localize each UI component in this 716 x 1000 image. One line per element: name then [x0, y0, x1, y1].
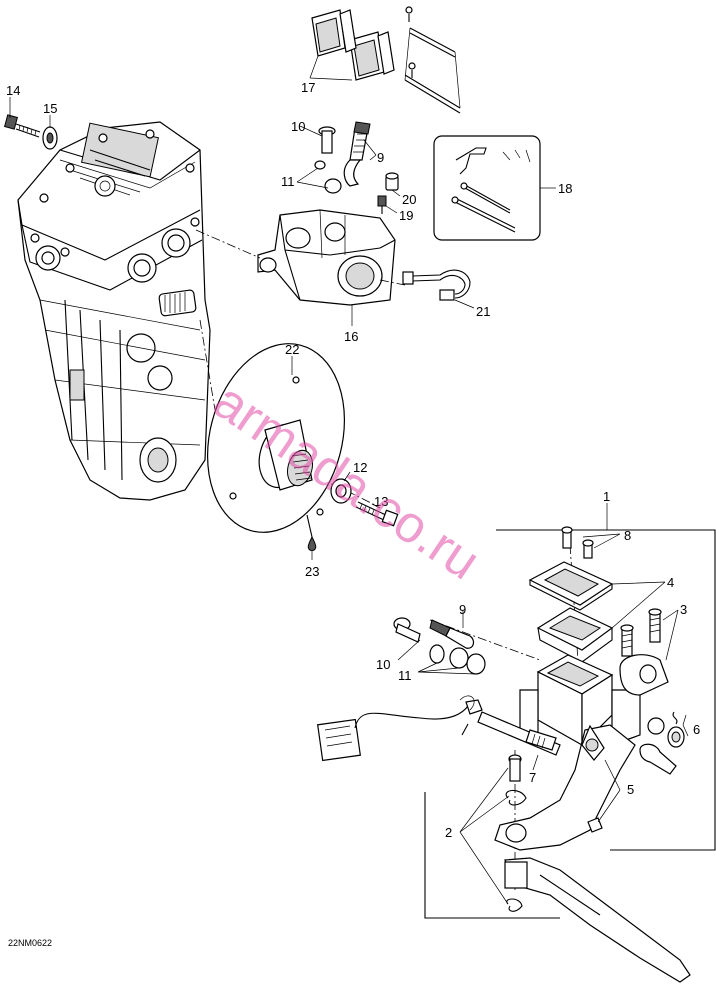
- lever-bracket: [424, 792, 560, 919]
- callout-20: 20: [402, 192, 416, 207]
- callout-21: 21: [476, 304, 490, 319]
- fitting-19: [377, 195, 387, 214]
- assembly-axis-gearbox-caliper: [195, 229, 261, 259]
- callout-14: 14: [6, 83, 20, 98]
- assembly-axis-caliper-line: [379, 279, 406, 286]
- callout-22: 22: [285, 342, 299, 357]
- switch-wire-harness: [317, 695, 483, 762]
- kit-18: [433, 135, 541, 241]
- brake-pads-17: [311, 9, 395, 81]
- assembly-axis-hub: [299, 469, 376, 506]
- callout-15: 15: [43, 101, 57, 116]
- leader-lines: [9, 55, 689, 905]
- hose-9-lower: [429, 619, 475, 649]
- callout-18: 18: [558, 181, 572, 196]
- brake-line-21: [402, 269, 471, 301]
- screws-8: [561, 526, 594, 559]
- callout-5: 5: [627, 782, 634, 797]
- callout-4: 4: [667, 575, 674, 590]
- screws-3: [620, 608, 662, 657]
- brake-lever: [504, 857, 691, 983]
- callout-6: 6: [693, 722, 700, 737]
- washers-11-lower: [429, 644, 486, 675]
- washer-12: [330, 478, 352, 504]
- callout-7: 7: [529, 770, 536, 785]
- brake-disc-22: [206, 343, 346, 533]
- callout-3: 3: [680, 602, 687, 617]
- pin-2: [505, 754, 527, 912]
- clamp-3: [619, 654, 669, 696]
- gearbox-housing: [17, 121, 211, 501]
- caliper-16: [257, 209, 396, 306]
- callout-8: 8: [624, 528, 631, 543]
- bolt-13: [355, 501, 399, 527]
- banjo-bolt-10-upper: [318, 126, 336, 154]
- drawing-code: 22NM0622: [8, 938, 52, 948]
- callout-10-lower: 10: [376, 657, 390, 672]
- assembly-bracket-1: [496, 529, 716, 851]
- hose-9-upper: [343, 121, 371, 187]
- callout-13: 13: [374, 494, 388, 509]
- callout-2: 2: [445, 825, 452, 840]
- callout-10-upper: 10: [291, 119, 305, 134]
- banjo-bolt-10-lower: [393, 617, 421, 643]
- pushrod-7: [477, 711, 561, 756]
- assembly-axis-disc: [199, 319, 216, 411]
- callout-11-upper: 11: [281, 174, 295, 189]
- callout-16: 16: [344, 329, 358, 344]
- callout-9-upper: 9: [377, 150, 384, 165]
- drop-23: [306, 514, 317, 552]
- callout-9-lower: 9: [459, 602, 466, 617]
- callout-12: 12: [353, 460, 367, 475]
- callout-11-lower: 11: [398, 668, 412, 683]
- switch-parts-6: [639, 711, 685, 775]
- callout-1: 1: [603, 489, 610, 504]
- washers-11-upper: [314, 160, 342, 194]
- pins-17: [404, 6, 461, 114]
- lever-5: [494, 724, 636, 851]
- callout-19: 19: [399, 208, 413, 223]
- cover-4: [528, 561, 614, 611]
- cap-20: [385, 172, 399, 191]
- reservoir-body: [519, 654, 641, 747]
- callout-labels: 14 15 17 10 9 11 20 19 18 21 16 22 12 13…: [6, 80, 700, 840]
- bolt-14: [4, 114, 41, 138]
- callout-23: 23: [305, 564, 319, 579]
- washer-15: [42, 126, 58, 150]
- diaphragm-4: [536, 607, 614, 663]
- assembly-axis-master: [429, 619, 541, 661]
- callout-17: 17: [301, 80, 315, 95]
